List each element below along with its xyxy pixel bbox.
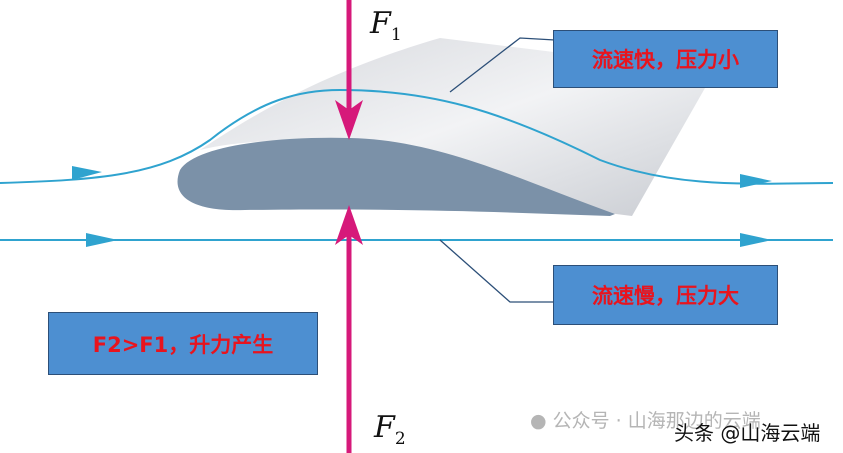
force-f2-arrowhead-icon (335, 205, 363, 245)
lower-note-box: 流速慢，压力大 (553, 265, 778, 325)
wing-profile (177, 137, 615, 216)
upper-leader-line (449, 37, 556, 93)
lower-stream-arrow-right-icon (740, 233, 772, 247)
lower-stream-arrow-left-icon (86, 233, 118, 247)
conclusion-box: F2>F1，升力产生 (48, 312, 318, 375)
force-f1-letter: F (370, 6, 391, 41)
wechat-icon: ● (530, 410, 547, 432)
force-f2-subscript: 2 (394, 429, 406, 449)
upper-stream-arrow-right-icon (740, 174, 772, 188)
force-f2-letter: F (374, 410, 395, 445)
force-f2-label: F2 (374, 410, 406, 449)
upper-note-box: 流速快，压力小 (553, 30, 778, 88)
lower-leader-line (439, 239, 555, 303)
wechat-watermark: ● 公众号 · 山海那边的云端 (530, 406, 761, 433)
wechat-watermark-text: 公众号 · 山海那边的云端 (552, 410, 761, 432)
toutiao-watermark: 头条 @山海云端 (674, 421, 821, 445)
upper-stream-arrow-left-icon (72, 166, 102, 180)
force-f1-arrowhead-icon (335, 100, 363, 140)
force-f1-label: F1 (370, 6, 402, 45)
force-f1-subscript: 1 (390, 25, 402, 45)
upper-streamline (0, 88, 834, 185)
